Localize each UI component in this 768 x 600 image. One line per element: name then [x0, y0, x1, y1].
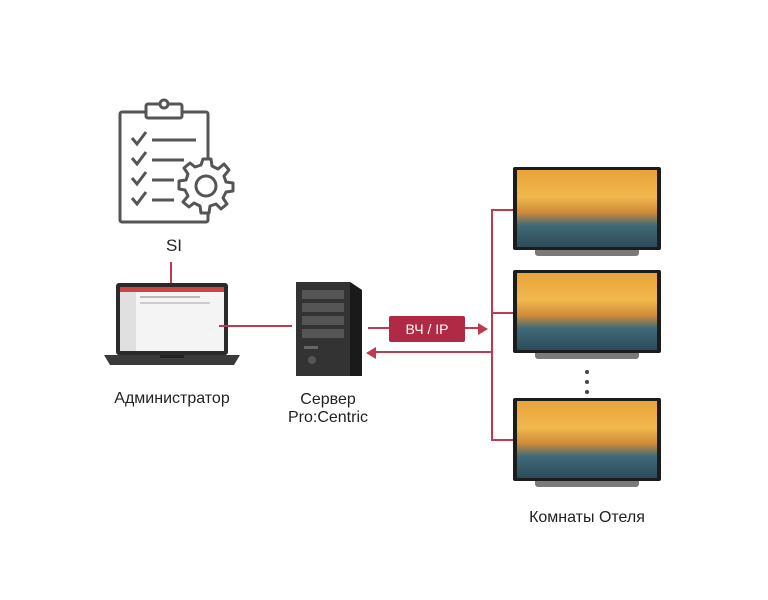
tv-icon — [513, 270, 661, 360]
si-label: SI — [165, 236, 183, 255]
bus-branch-bottom — [491, 439, 513, 441]
right-arrow-icon — [478, 322, 488, 335]
distribution-bus — [491, 209, 493, 441]
laptop-icon — [104, 283, 240, 369]
left-arrow-icon — [366, 346, 376, 359]
clipboard-gear-icon — [108, 98, 240, 226]
more-dots — [583, 370, 591, 400]
tv-to-server-line — [372, 351, 491, 353]
bus-branch-middle — [491, 312, 513, 314]
server-label-line2: Pro:Centric — [287, 409, 369, 426]
rf-ip-badge: ВЧ / IP — [389, 316, 465, 342]
admin-server-connector — [219, 325, 292, 327]
tv-icon — [513, 167, 661, 257]
rooms-label: Комнаты Отеля — [529, 509, 645, 526]
server-label-line1: Сервер — [300, 391, 356, 408]
si-connector — [170, 262, 172, 284]
tv-icon — [513, 398, 661, 488]
server-tower-icon — [290, 276, 366, 380]
bus-branch-top — [491, 209, 513, 211]
admin-label: Администратор — [114, 390, 230, 407]
